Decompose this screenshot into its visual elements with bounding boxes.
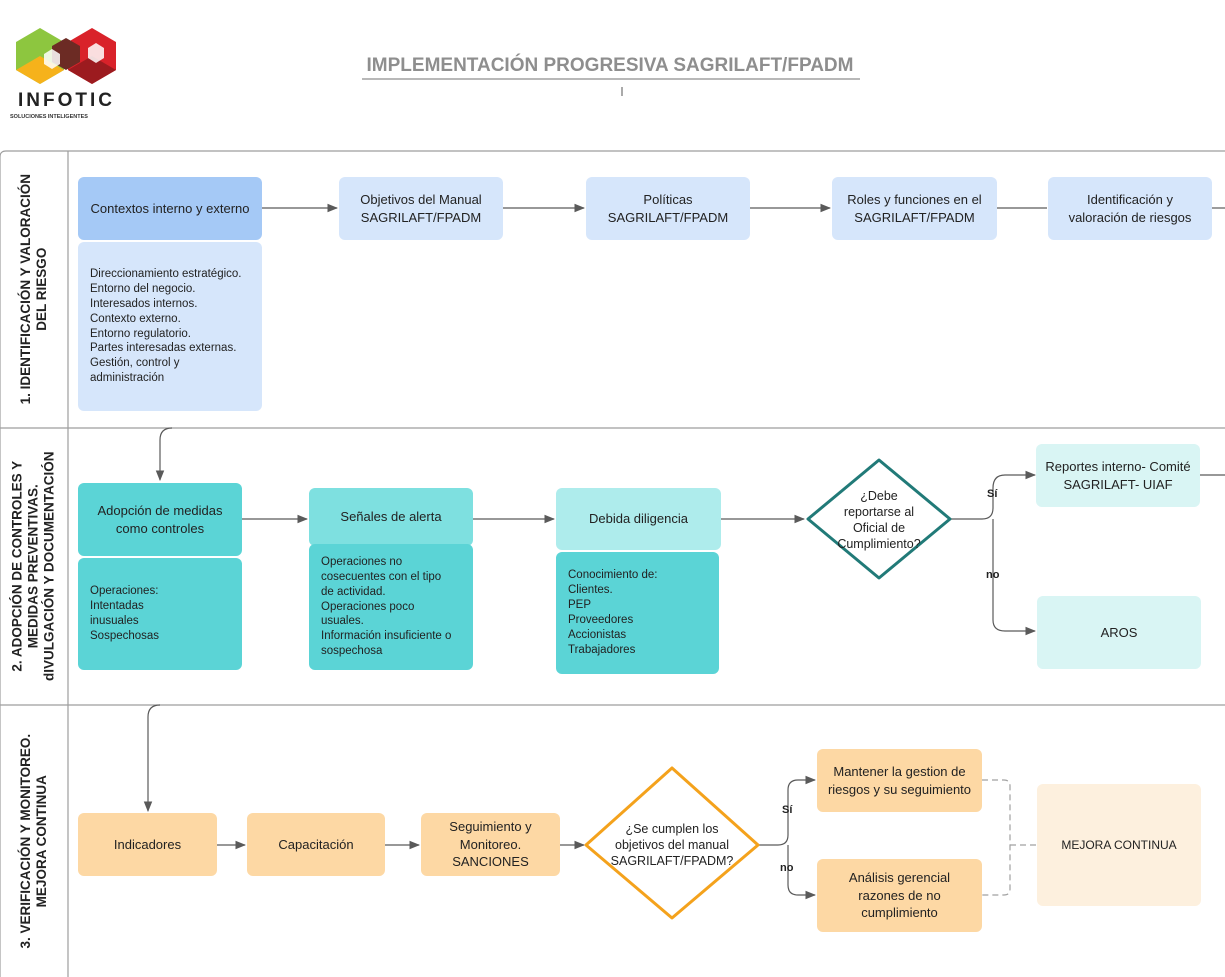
node-mejora-continua[interactable]: MEJORA CONTINUA (1037, 784, 1201, 906)
decision-diamond-objetivos (584, 766, 760, 920)
node-contextos[interactable]: Contextos interno y externo (78, 177, 262, 240)
arrow-lane2-to-lane3 (143, 704, 161, 813)
edge-label-si-2: Sí (987, 488, 998, 500)
node-contextos-detail: Direccionamiento estratégico. Entorno de… (78, 242, 262, 411)
arrow-decision-mantener (758, 775, 817, 846)
lane-frame (0, 150, 1225, 977)
arrow-lane1-to-lane2 (155, 427, 173, 482)
infotic-logo: INFOTIC SOLUCIONES INTELIGENTES (8, 18, 130, 126)
node-aros[interactable]: AROS (1037, 596, 1201, 669)
node-debida[interactable]: Debida diligencia (556, 488, 721, 550)
lane-label-3: 3. VERIFICACIÓN Y MONITOREO.MEJORA CONTI… (17, 733, 50, 949)
node-senales-detail: Operaciones no cosecuentes con el tipo d… (309, 544, 473, 670)
node-capacitacion[interactable]: Capacitación (247, 813, 385, 876)
node-adopcion-detail: Operaciones: Intentadas inusuales Sospec… (78, 558, 242, 670)
decision-diamond-oficial (806, 458, 952, 580)
logo-name: INFOTIC (18, 90, 115, 111)
node-indicadores[interactable]: Indicadores (78, 813, 217, 876)
arrow-decision-reportes (950, 470, 1037, 520)
dashed-bracket (982, 779, 1037, 896)
edge-label-no-2: no (986, 569, 1000, 581)
node-senales[interactable]: Señales de alerta (309, 488, 473, 546)
arrow-decision-analisis (787, 845, 817, 900)
page-title: IMPLEMENTACIÓN PROGRESIVA SAGRILAFT/FPAD… (366, 55, 854, 76)
logo-tagline: SOLUCIONES INTELIGENTES (10, 114, 88, 120)
edge-label-si-3: Sí (782, 804, 793, 816)
logo-hex-icon (16, 28, 116, 84)
node-debida-detail: Conocimiento de: Clientes. PEP Proveedor… (556, 552, 719, 674)
arrow-decision-aros (992, 519, 1037, 636)
edge-label-no-3: no (780, 862, 794, 874)
